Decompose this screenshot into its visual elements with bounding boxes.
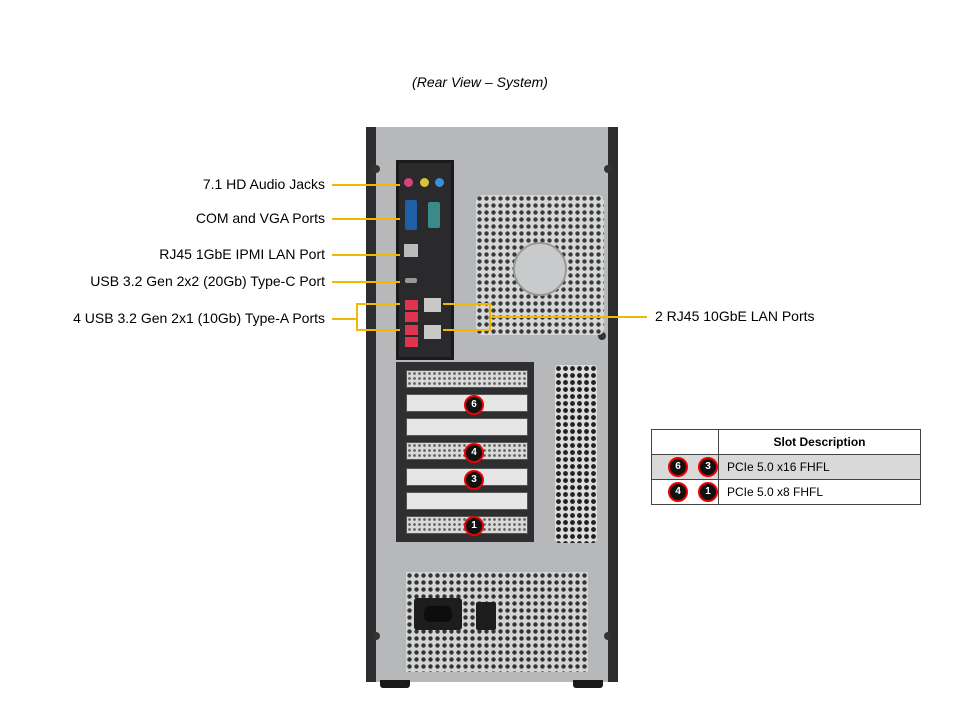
ipmi-lan-port-icon: [404, 244, 418, 257]
expansion-slot: [406, 418, 528, 436]
usb-a-port-icon: [405, 337, 418, 347]
callout-audio-jacks: 7.1 HD Audio Jacks: [202, 176, 325, 192]
callout-bracket: [356, 303, 358, 331]
slot-badge: 4: [464, 443, 484, 463]
callout-line: [332, 281, 400, 283]
table-row: 6 3 PCIe 5.0 x16 FHFL: [651, 454, 921, 480]
screw-icon: [598, 332, 606, 340]
lan-10gbe-port-icon: [424, 325, 441, 339]
screw-icon: [372, 632, 380, 640]
callout-bracket: [443, 329, 491, 331]
fan-vent: [476, 195, 604, 335]
callout-line: [332, 318, 356, 320]
screw-icon: [372, 165, 380, 173]
chassis-foot: [380, 680, 410, 688]
callout-line: [491, 316, 647, 318]
callout-line: [332, 254, 400, 256]
callout-ipmi-lan: RJ45 1GbE IPMI LAN Port: [159, 246, 325, 262]
slot-badge: 3: [698, 457, 718, 477]
callout-usb-c: USB 3.2 Gen 2x2 (20Gb) Type-C Port: [90, 273, 325, 289]
slot-badge: 1: [464, 516, 484, 536]
expansion-slot: [406, 370, 528, 388]
slot-badge: 6: [464, 395, 484, 415]
table-row: 4 1 PCIe 5.0 x8 FHFL: [651, 479, 921, 505]
usb-a-port-icon: [405, 300, 418, 310]
callout-usb-a: 4 USB 3.2 Gen 2x1 (10Gb) Type-A Ports: [73, 310, 325, 326]
callout-bracket: [356, 329, 400, 331]
vga-port-icon: [405, 200, 417, 230]
slot-badge: 6: [668, 457, 688, 477]
slot-description: PCIe 5.0 x8 FHFL: [718, 479, 921, 505]
screw-icon: [604, 632, 612, 640]
callout-10gbe-lan: 2 RJ45 10GbE LAN Ports: [655, 308, 815, 324]
table-header: Slot Description: [718, 429, 921, 455]
table-row-badges: 6 3: [651, 454, 719, 480]
callout-com-vga: COM and VGA Ports: [195, 210, 325, 226]
audio-jack-icon: [420, 178, 429, 187]
usb-a-port-icon: [405, 325, 418, 335]
table-header-empty: [651, 429, 719, 455]
slot-description: PCIe 5.0 x16 FHFL: [718, 454, 921, 480]
slot-badge: 3: [464, 470, 484, 490]
audio-jack-icon: [404, 178, 413, 187]
callout-line: [332, 184, 400, 186]
audio-jack-icon: [435, 178, 444, 187]
callout-bracket: [356, 303, 400, 305]
usb-c-port-icon: [405, 278, 417, 283]
lan-10gbe-port-icon: [424, 298, 441, 312]
figure-title: (Rear View – System): [412, 74, 548, 90]
expansion-slot: [406, 492, 528, 510]
slot-description-table: Slot Description 6 3 PCIe 5.0 x16 FHFL 4…: [651, 429, 921, 505]
com-port-icon: [428, 202, 440, 228]
usb-a-port-icon: [405, 312, 418, 322]
chassis-foot: [573, 680, 603, 688]
screw-icon: [604, 165, 612, 173]
power-socket-inner: [424, 606, 452, 622]
fan-hub: [513, 242, 567, 296]
table-row-badges: 4 1: [651, 479, 719, 505]
callout-line: [332, 218, 400, 220]
slot-badge: 1: [698, 482, 718, 502]
callout-bracket: [489, 303, 491, 331]
slot-badge: 4: [668, 482, 688, 502]
side-vent: [555, 365, 597, 543]
callout-bracket: [443, 303, 491, 305]
power-switch-icon: [476, 602, 496, 630]
